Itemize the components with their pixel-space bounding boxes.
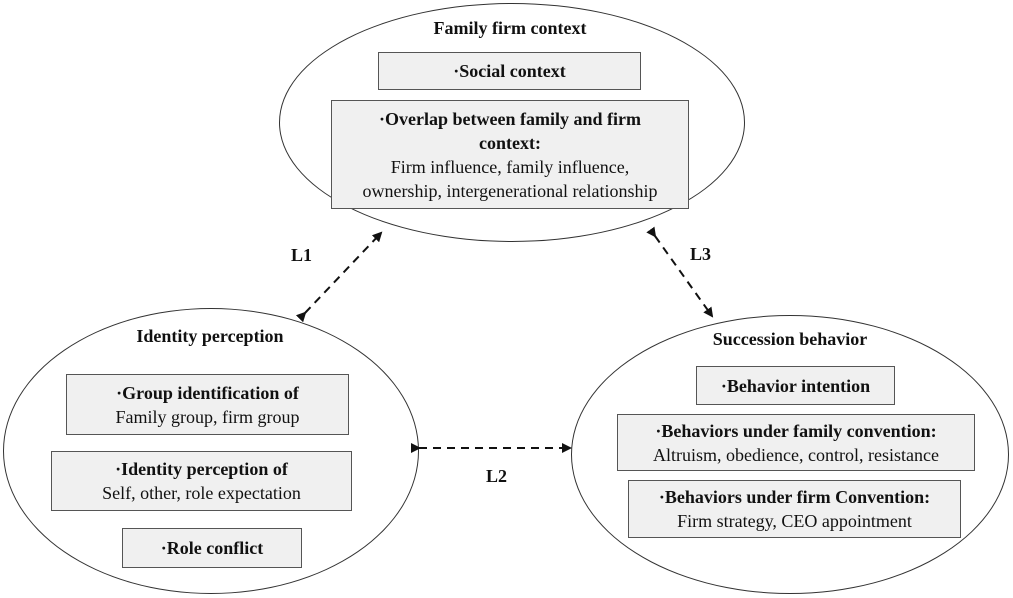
firm-convention-heading: ·Behaviors under firm Convention:: [658, 487, 931, 507]
family-convention-heading: ·Behaviors under family convention:: [655, 420, 937, 441]
l3-arrow: [646, 226, 714, 318]
l2-label: L2: [486, 466, 508, 486]
role-conflict-heading: ·Role conflict: [160, 538, 264, 558]
behavior-intention-box: ·Behavior intention: [696, 366, 895, 405]
group-identification-heading: ·Group identification of: [116, 382, 299, 403]
family-firm-context-title: Family firm context: [433, 18, 587, 38]
l1-arrow: [295, 231, 383, 323]
l3-label: L3: [690, 244, 712, 264]
group-identification-box: ·Group identification of Family group, f…: [66, 374, 349, 435]
group-identification-text: Family group, firm group: [115, 406, 300, 427]
overlap-box: ·Overlap between family and firm context…: [331, 100, 689, 209]
identity-perception-title: Identity perception: [136, 326, 284, 346]
role-conflict-box: ·Role conflict: [122, 528, 302, 568]
firm-convention-text: Firm strategy, CEO appointment: [677, 511, 912, 531]
l1-label: L1: [291, 245, 313, 265]
identity-perception-text: Self, other, role expectation: [102, 483, 301, 503]
firm-convention-box: ·Behaviors under firm Convention: Firm s…: [628, 480, 961, 538]
social-context-heading: ·Social context: [453, 61, 566, 81]
succession-behavior-title: Succession behavior: [712, 329, 868, 349]
overlap-heading-line2: context:: [479, 132, 541, 153]
identity-perception-box: ·Identity perception of Self, other, rol…: [51, 451, 352, 511]
family-convention-box: ·Behaviors under family convention: Altr…: [617, 414, 975, 471]
overlap-text-line1: Firm influence, family influence,: [390, 156, 630, 177]
family-convention-text: Altruism, obedience, control, resistance: [653, 444, 939, 465]
identity-perception-heading: ·Identity perception of: [115, 459, 288, 479]
social-context-box: ·Social context: [378, 52, 641, 90]
overlap-text-line2: ownership, intergenerational relationshi…: [362, 180, 658, 201]
overlap-heading-line1: ·Overlap between family and firm: [379, 108, 641, 129]
behavior-intention-heading: ·Behavior intention: [720, 375, 871, 396]
